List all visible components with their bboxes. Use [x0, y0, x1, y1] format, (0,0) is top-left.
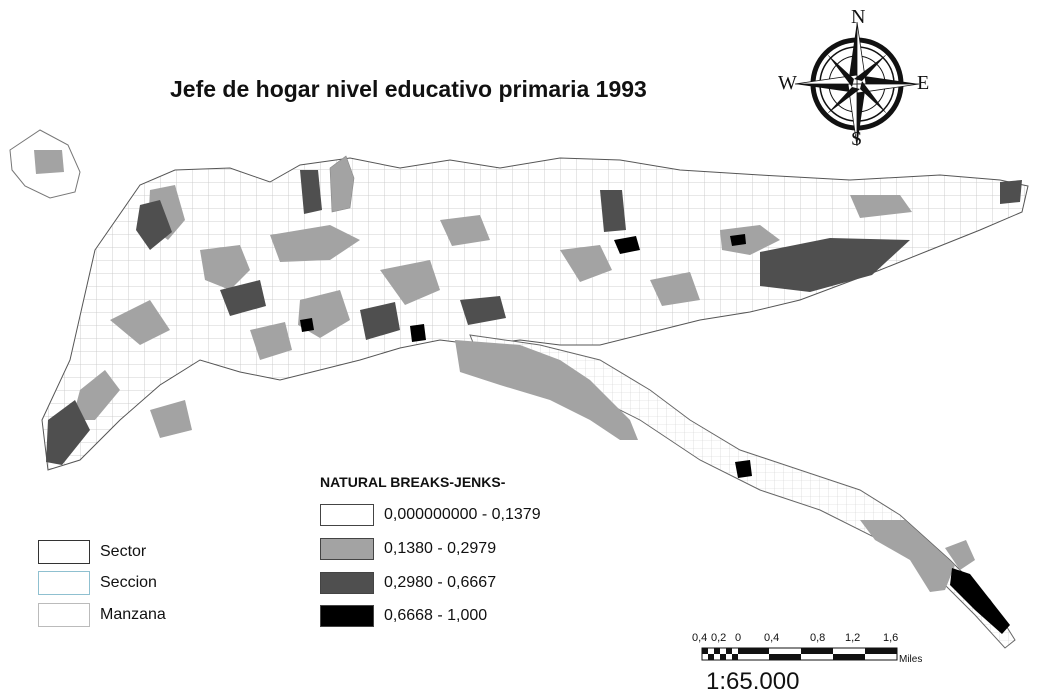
legend-layer-label: Seccion — [100, 574, 157, 591]
scale-ratio: 1:65.000 — [706, 668, 800, 695]
scale-tick: 1,2 — [845, 632, 861, 644]
compass-east-label: E — [917, 72, 930, 94]
northwest-patch-fill — [34, 150, 64, 174]
map-title: Jefe de hogar nivel educativo primaria 1… — [170, 76, 647, 102]
legend-layer-label: Manzana — [100, 606, 166, 623]
legend-class-2: 0,1380 - 0,2979 — [320, 537, 496, 561]
legend-swatch — [38, 571, 90, 595]
scale-tick: 0,2 — [711, 632, 727, 644]
legend-class-label: 0,1380 - 0,2979 — [384, 540, 497, 557]
class-3-polygons — [46, 170, 1022, 465]
compass-north-label: N — [851, 6, 866, 28]
legend-class-label: 0,6668 - 1,000 — [384, 607, 488, 624]
legend-layer-sector: Sector — [38, 539, 146, 565]
scale-bar-graphic — [701, 647, 898, 661]
north-patch — [329, 155, 355, 213]
compass-west-label: W — [778, 72, 797, 94]
legend-swatch — [320, 572, 374, 594]
legend-swatch — [320, 504, 374, 526]
legend-class-1: 0,000000000 - 0,1379 — [320, 503, 541, 527]
scale-tick: 0,4 — [764, 632, 780, 644]
legend-layer-manzana: Manzana — [38, 602, 166, 628]
legend-swatch — [38, 540, 90, 564]
scale-tick: 0 — [735, 632, 742, 644]
north-arrow-icon — [794, 21, 920, 147]
class-4-polygons — [300, 234, 1010, 634]
legend-class-label: 0,2980 - 0,6667 — [384, 574, 497, 591]
compass-south-label: S — [851, 128, 863, 150]
legend-layer-label: Sector — [100, 543, 147, 560]
legend-class-4: 0,6668 - 1,000 — [320, 604, 487, 628]
scale-tick: 0,8 — [810, 632, 826, 644]
legend-swatch — [320, 538, 374, 560]
scale-tick: 0,4 — [692, 632, 708, 644]
legend-layer-seccion: Seccion — [38, 570, 157, 596]
legend-class-label: 0,000000000 - 0,1379 — [384, 506, 541, 523]
scale-tick: 1,6 — [883, 632, 899, 644]
legend-title: NATURAL BREAKS-JENKS- — [320, 474, 506, 490]
legend-swatch — [38, 603, 90, 627]
scale-units: Miles — [899, 654, 923, 665]
legend-class-3: 0,2980 - 0,6667 — [320, 571, 496, 595]
legend-swatch — [320, 605, 374, 627]
